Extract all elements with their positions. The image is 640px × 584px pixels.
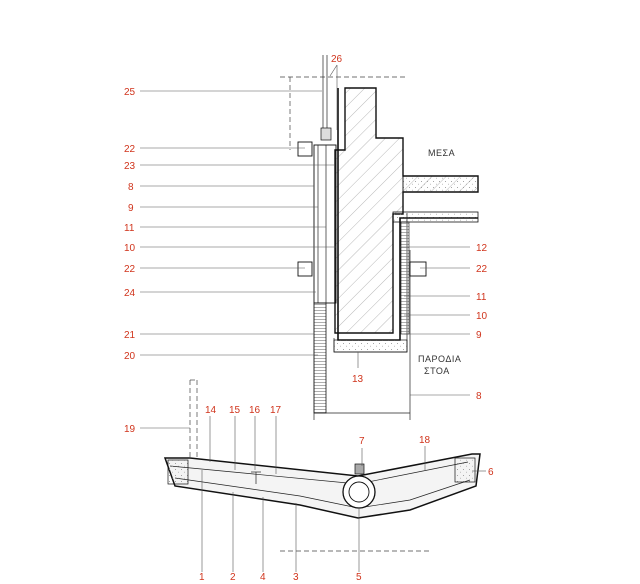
concrete-wall-section (333, 87, 479, 353)
dashed-frame-lines (189, 76, 430, 552)
zone-label-portico-1: ΠΑΡΟΔΙΑ (418, 354, 461, 364)
callout-11-right: 11 (476, 292, 487, 303)
callout-22-mid: 22 (124, 264, 136, 275)
callout-8-right: 8 (476, 391, 482, 402)
callout-6: 6 (488, 467, 494, 478)
callout-14: 14 (205, 405, 217, 416)
callout-10-left: 10 (124, 243, 136, 254)
canopy-section (163, 453, 481, 519)
callout-26: 26 (331, 54, 343, 65)
callout-22-top: 22 (124, 144, 136, 155)
callout-4: 4 (260, 572, 266, 583)
glazing-top (320, 55, 332, 141)
callout-2: 2 (230, 572, 236, 583)
leader-lines (140, 64, 486, 572)
callout-10-right: 10 (476, 311, 488, 322)
callout-1: 1 (199, 572, 205, 583)
callout-16: 16 (249, 405, 261, 416)
callout-11-left: 11 (124, 223, 135, 234)
zone-label-inside: ΜΕΣΑ (428, 148, 455, 158)
callout-5: 5 (356, 572, 362, 583)
callout-25: 25 (124, 87, 136, 98)
callout-13: 13 (352, 374, 364, 385)
callout-24: 24 (124, 288, 136, 299)
callout-23: 23 (124, 161, 136, 172)
callout-9-left: 9 (128, 203, 134, 214)
callout-9-right: 9 (476, 330, 482, 341)
facade-cladding (297, 141, 427, 420)
callout-8-left: 8 (128, 182, 134, 193)
callout-18: 18 (419, 435, 431, 446)
callout-22-right: 22 (476, 264, 488, 275)
callout-21: 21 (124, 330, 136, 341)
callout-12: 12 (476, 243, 488, 254)
callout-17: 17 (270, 405, 282, 416)
callout-3: 3 (293, 572, 299, 583)
callout-7: 7 (359, 436, 365, 447)
callout-19: 19 (124, 424, 136, 435)
callout-20: 20 (124, 351, 136, 362)
callout-15: 15 (229, 405, 241, 416)
zone-label-portico-2: ΣΤΟΑ (424, 366, 450, 376)
